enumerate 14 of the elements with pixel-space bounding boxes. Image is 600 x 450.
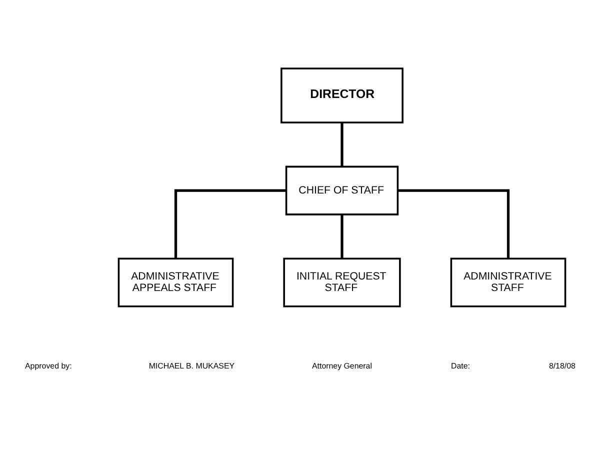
label: Attorney General <box>312 360 372 370</box>
node-box: ADMINISTRATIVE APPEALS STAFF <box>118 257 234 307</box>
label: Date: <box>451 360 470 370</box>
node-box: INITIAL REQUEST STAFF <box>283 257 401 307</box>
node-box: DIRECTOR <box>280 67 404 123</box>
connector <box>340 122 344 166</box>
connector <box>174 188 286 258</box>
label: Approved by: <box>25 360 72 370</box>
connector <box>340 214 344 258</box>
node-box: CHIEF OF STAFF <box>285 165 399 215</box>
label: 8/18/08 <box>548 360 576 370</box>
label: MICHAEL B. MUKASEY <box>148 360 235 370</box>
connector <box>398 188 510 258</box>
node-box: ADMINISTRATIVE STAFF <box>450 257 566 307</box>
